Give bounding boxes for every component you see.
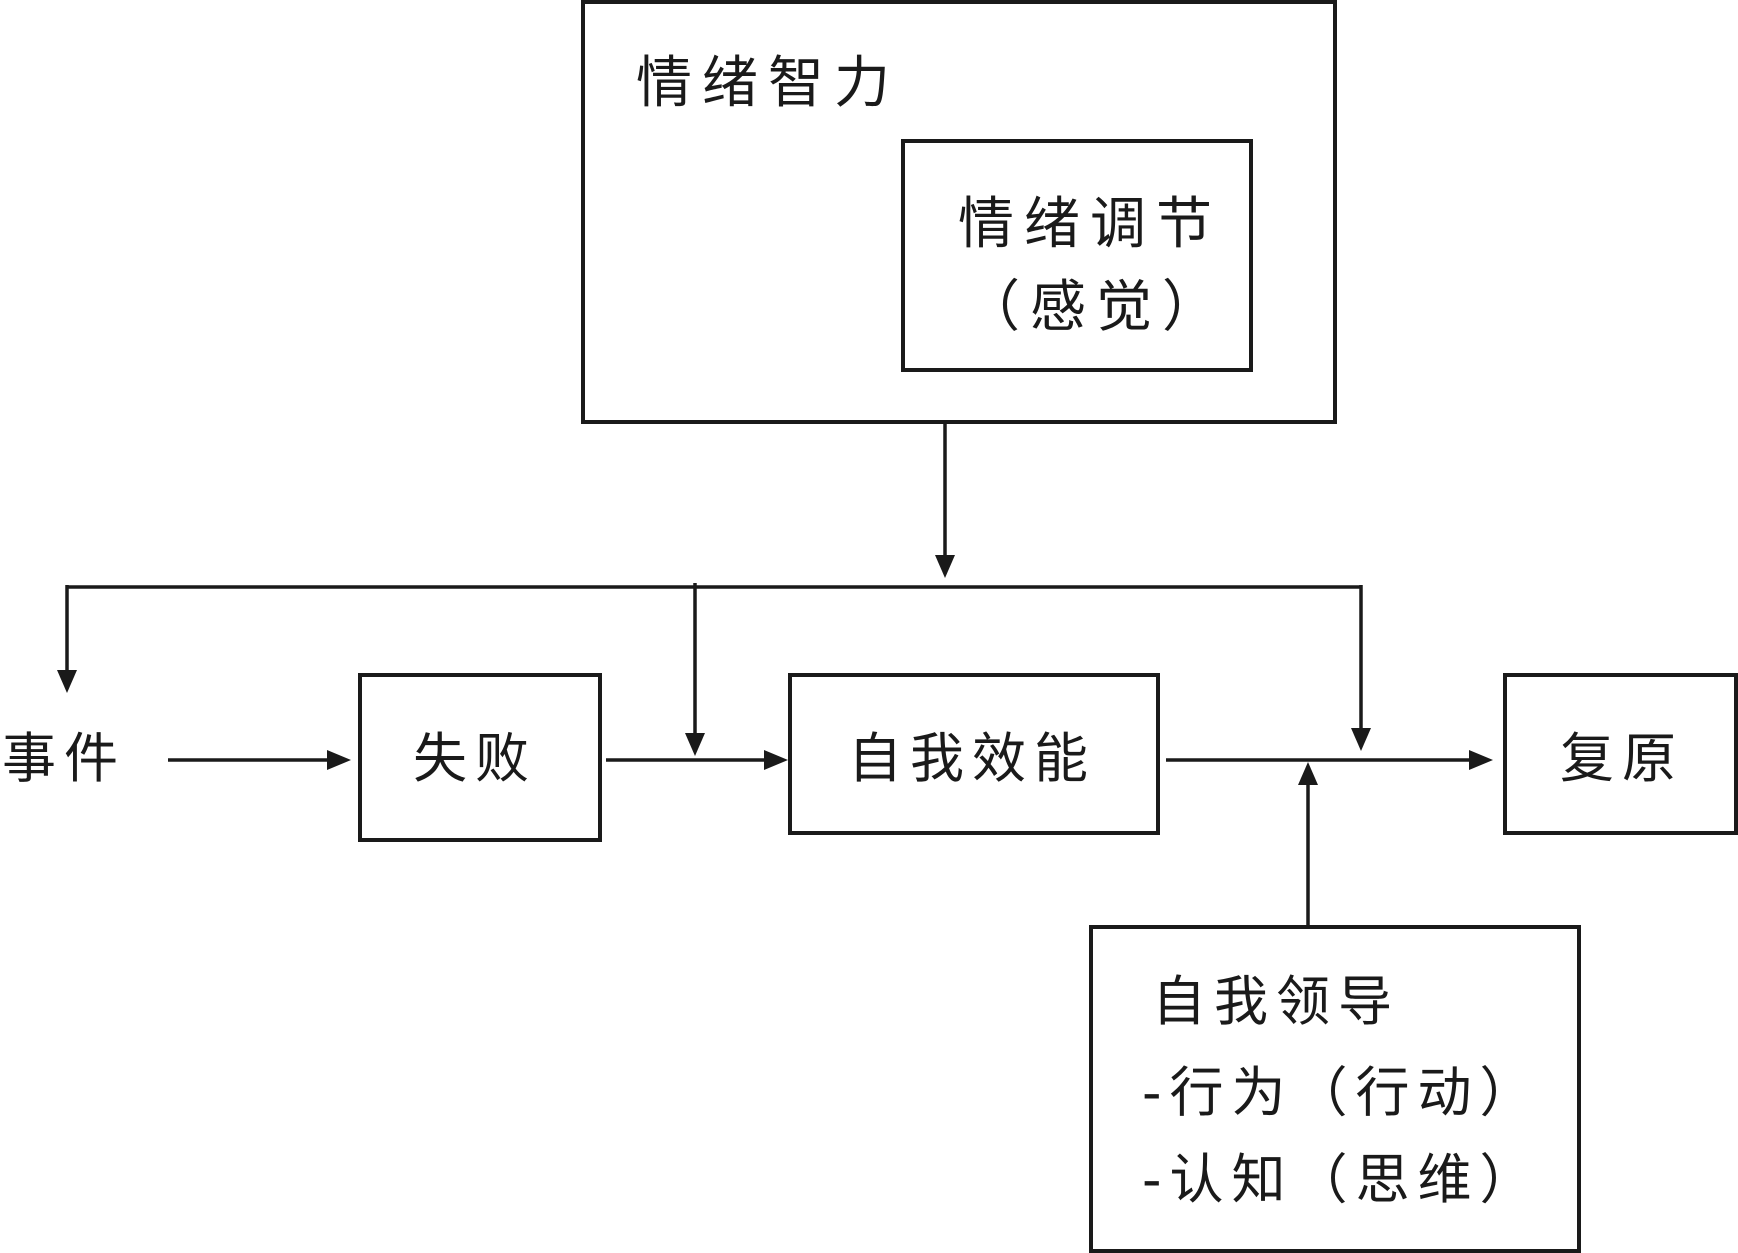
bus-to-event-arrowhead [57,670,77,693]
self-efficacy-node: 自我效能 [788,673,1160,835]
emotion-regulation-box [901,139,1253,372]
emotion-regulation-sublabel: （感觉） [964,275,1228,340]
bus-to-recovery-link-arrowhead [1351,728,1371,751]
self-leadership-behavior: -行为（行动） [1142,1061,1542,1124]
efficacy-to-recovery-arrowhead [1469,750,1493,770]
leadership-up-arrowhead [1298,762,1318,785]
emotional-intelligence-title: 情绪智力 [636,51,900,116]
self-efficacy-box [788,673,1160,835]
bus-to-efficacy-link-arrowhead [685,733,705,756]
recovery-label: 复原 [1560,727,1684,790]
failure-label: 失败 [413,727,537,790]
emotion-regulation-label: 情绪调节 [958,192,1222,257]
self-efficacy-label: 自我效能 [848,727,1096,790]
self-leadership-node: 自我领导 -行为（行动） -认知（思维） [1089,925,1581,1253]
event-label: 事件 [2,727,126,790]
recovery-node: 复原 [1503,673,1738,835]
failure-node: 失败 [358,673,602,842]
emotion-regulation-node: 情绪调节 （感觉） [901,139,1253,372]
failure-to-efficacy-arrowhead [764,750,788,770]
self-leadership-cognition: -认知（思维） [1142,1148,1542,1211]
self-leadership-title: 自我领导 [1152,970,1400,1033]
recovery-box [1503,673,1738,835]
self-leadership-box [1089,925,1581,1253]
failure-box [358,673,602,842]
event-to-failure-arrowhead [327,750,351,770]
ei-down-arrowhead [935,555,955,578]
